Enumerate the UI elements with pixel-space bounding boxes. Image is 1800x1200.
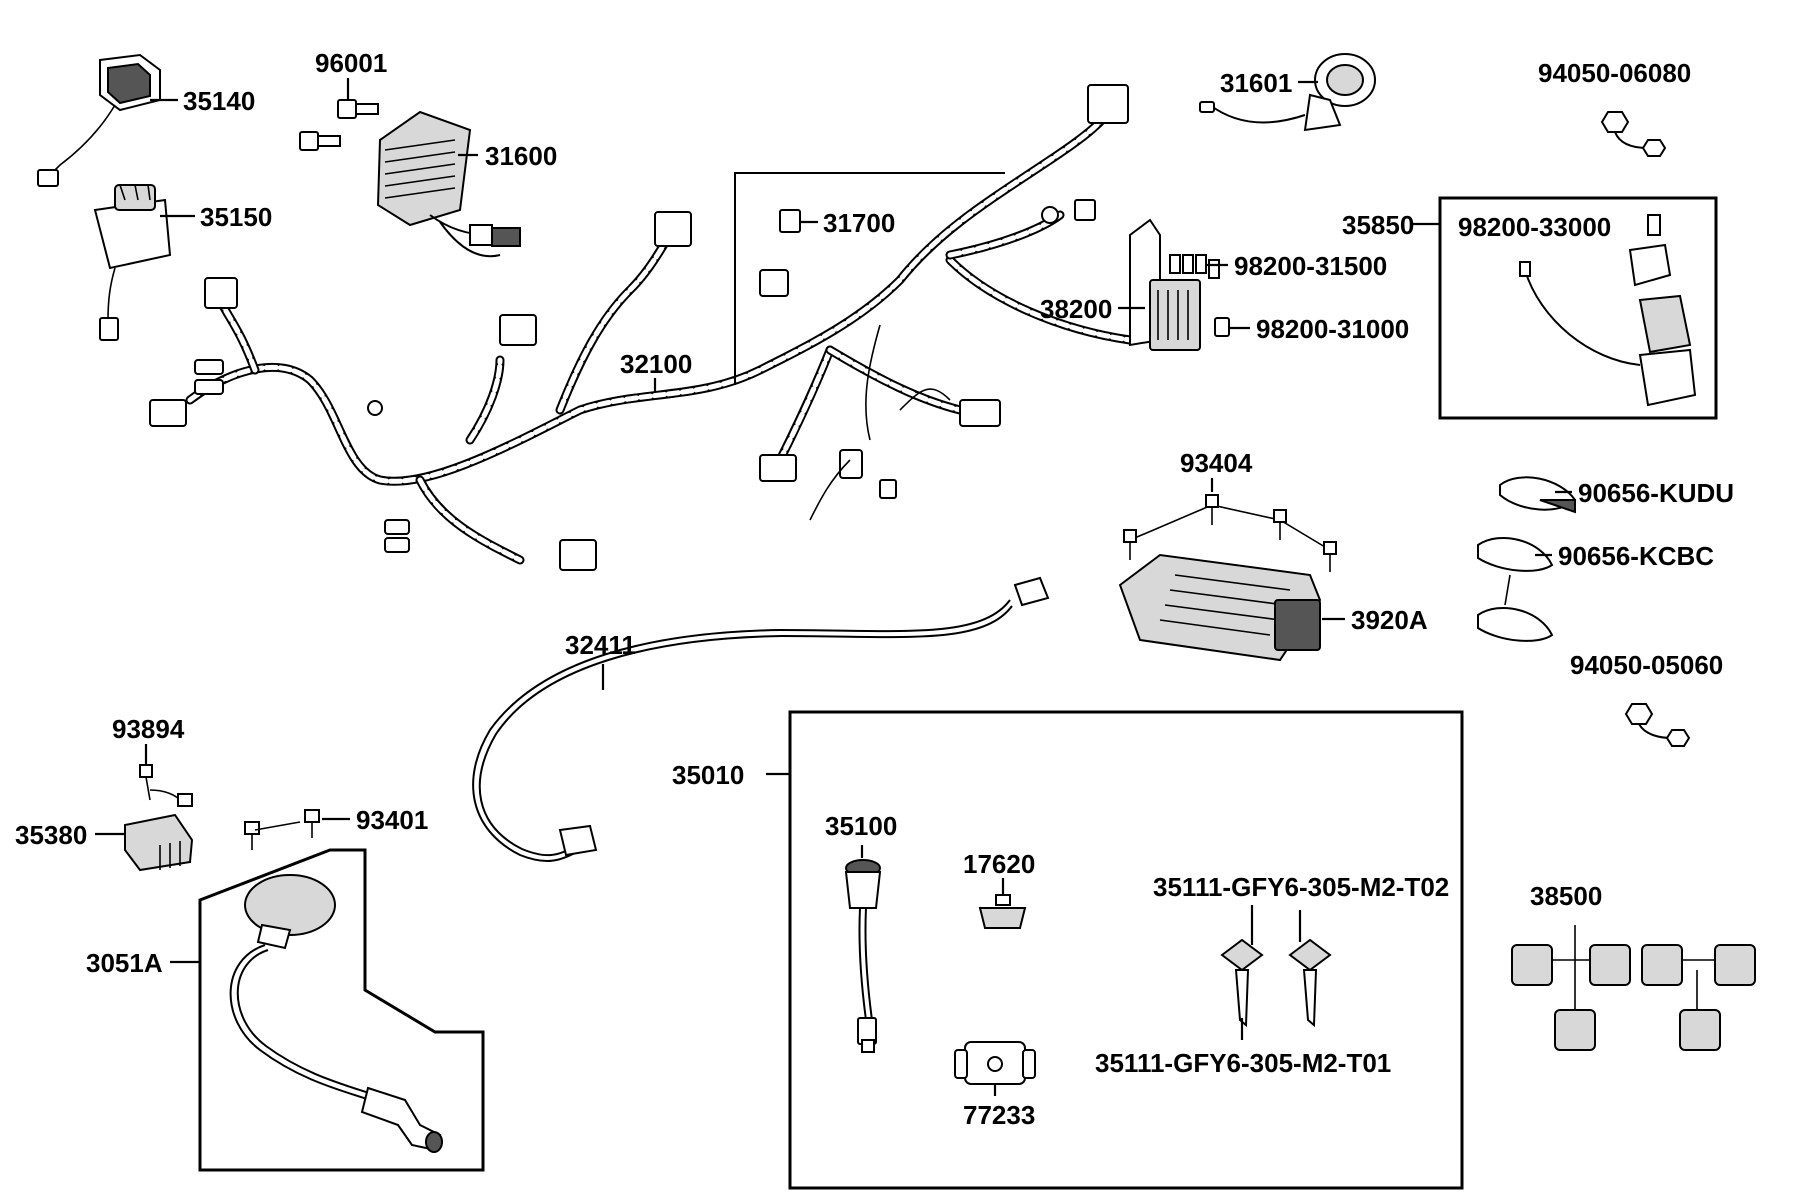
label-98200-31000: 98200-31000 bbox=[1256, 314, 1409, 344]
label-38500: 38500 bbox=[1530, 881, 1602, 911]
label-3051a: 3051A bbox=[86, 948, 163, 978]
part-31600-illustration bbox=[376, 110, 521, 258]
part-31700-illustration bbox=[734, 172, 1005, 385]
part-35380-illustration bbox=[95, 813, 194, 872]
label-31600: 31600 bbox=[485, 141, 557, 171]
label-93404: 93404 bbox=[1180, 448, 1253, 478]
part-90656-kudu-illustration bbox=[1499, 476, 1577, 514]
part-35150-illustration bbox=[93, 184, 195, 341]
part-35111-keys-illustration bbox=[1220, 905, 1332, 1040]
label-35850: 35850 bbox=[1342, 210, 1414, 240]
label-90656-kcbc: 90656-KCBC bbox=[1558, 541, 1714, 571]
label-93894: 93894 bbox=[112, 714, 185, 744]
label-38200: 38200 bbox=[1040, 294, 1112, 324]
label-3920a: 3920A bbox=[1351, 605, 1428, 635]
part-35010-group bbox=[766, 710, 1464, 1190]
part-32411-illustration bbox=[472, 576, 1050, 862]
label-32100: 32100 bbox=[620, 349, 692, 379]
label-94050-05060: 94050-05060 bbox=[1570, 650, 1723, 680]
label-17620: 17620 bbox=[963, 849, 1035, 879]
label-96001: 96001 bbox=[315, 48, 387, 78]
label-94050-06080: 94050-06080 bbox=[1538, 58, 1691, 88]
label-98200-33000: 98200-33000 bbox=[1458, 212, 1611, 242]
part-93894-illustration bbox=[139, 744, 193, 807]
part-96001-illustration bbox=[299, 78, 379, 151]
label-77233: 77233 bbox=[963, 1100, 1035, 1130]
label-35380: 35380 bbox=[15, 820, 87, 850]
label-31601: 31601 bbox=[1220, 68, 1292, 98]
label-35010: 35010 bbox=[672, 760, 744, 790]
part-35100-illustration bbox=[844, 845, 882, 1053]
part-17620-illustration bbox=[978, 878, 1027, 929]
part-77233-illustration bbox=[954, 1041, 1036, 1096]
part-35140-illustration bbox=[37, 53, 178, 187]
part-35850-group bbox=[1412, 196, 1718, 420]
part-94050-05060-illustration bbox=[1624, 703, 1691, 747]
part-31601-illustration bbox=[1199, 53, 1376, 132]
label-31700: 31700 bbox=[823, 208, 895, 238]
part-93404-illustration bbox=[1123, 478, 1337, 572]
part-32100-main-harness bbox=[149, 84, 1135, 571]
part-98200-31000-illustration bbox=[1214, 317, 1250, 337]
label-35100: 35100 bbox=[825, 811, 897, 841]
label-93401: 93401 bbox=[356, 805, 428, 835]
part-98200-31500-illustration bbox=[1169, 254, 1228, 279]
label-90656-kudu: 90656-KUDU bbox=[1578, 478, 1734, 508]
label-32411: 32411 bbox=[565, 630, 636, 660]
label-35150: 35150 bbox=[200, 202, 272, 232]
part-3920a-ecu-illustration bbox=[1118, 553, 1345, 662]
label-35111-t02: 35111-GFY6-305-M2-T02 bbox=[1153, 872, 1449, 902]
label-35111-t01: 35111-GFY6-305-M2-T01 bbox=[1095, 1048, 1391, 1078]
label-35140: 35140 bbox=[183, 86, 255, 116]
part-3051a-group bbox=[170, 848, 485, 1172]
part-90656-kcbc-illustration bbox=[1477, 536, 1554, 642]
part-38200-illustration bbox=[1118, 218, 1201, 351]
label-98200-31500: 98200-31500 bbox=[1234, 251, 1387, 281]
part-38500-illustration bbox=[1511, 925, 1756, 1051]
part-94050-06080-illustration bbox=[1600, 111, 1667, 157]
part-93401-illustration bbox=[244, 809, 350, 850]
